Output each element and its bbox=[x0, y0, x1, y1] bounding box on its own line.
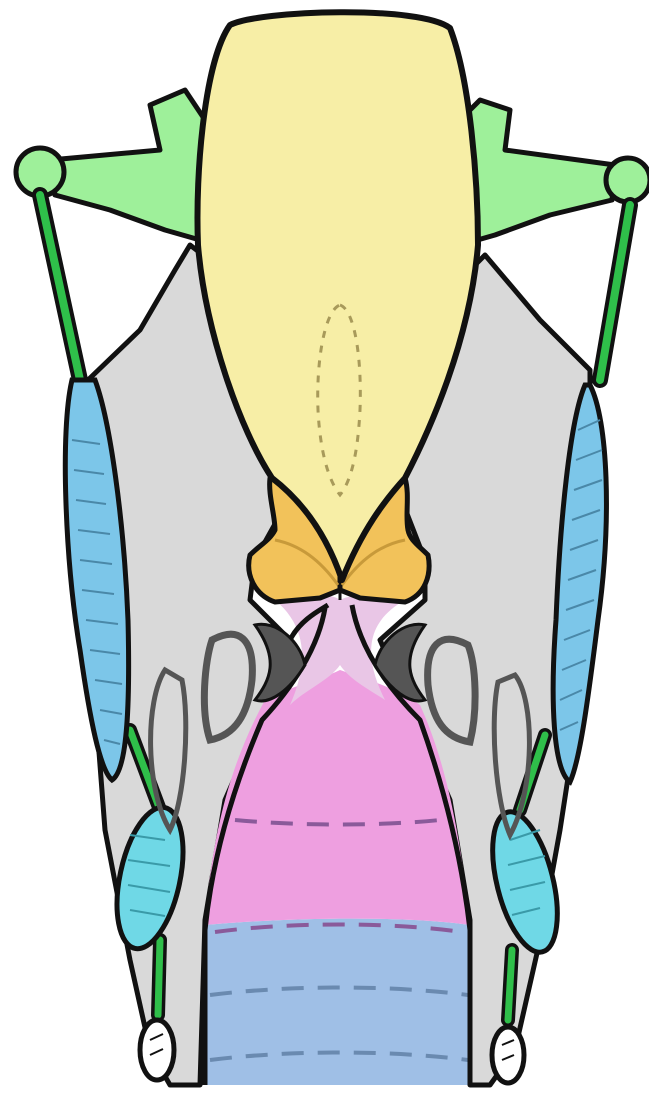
ligament-right-bottom-fill bbox=[508, 950, 512, 1020]
hyoid-right-horn bbox=[606, 158, 649, 202]
ligament-right-upper-fill bbox=[600, 205, 630, 380]
nodule-right bbox=[492, 1027, 524, 1083]
ligament-left-upper-fill bbox=[40, 195, 80, 380]
nodule-left bbox=[140, 1020, 174, 1080]
ligament-left-bottom-fill bbox=[158, 940, 160, 1015]
trachea bbox=[205, 919, 470, 1085]
hyoid-left-wing bbox=[50, 90, 205, 240]
